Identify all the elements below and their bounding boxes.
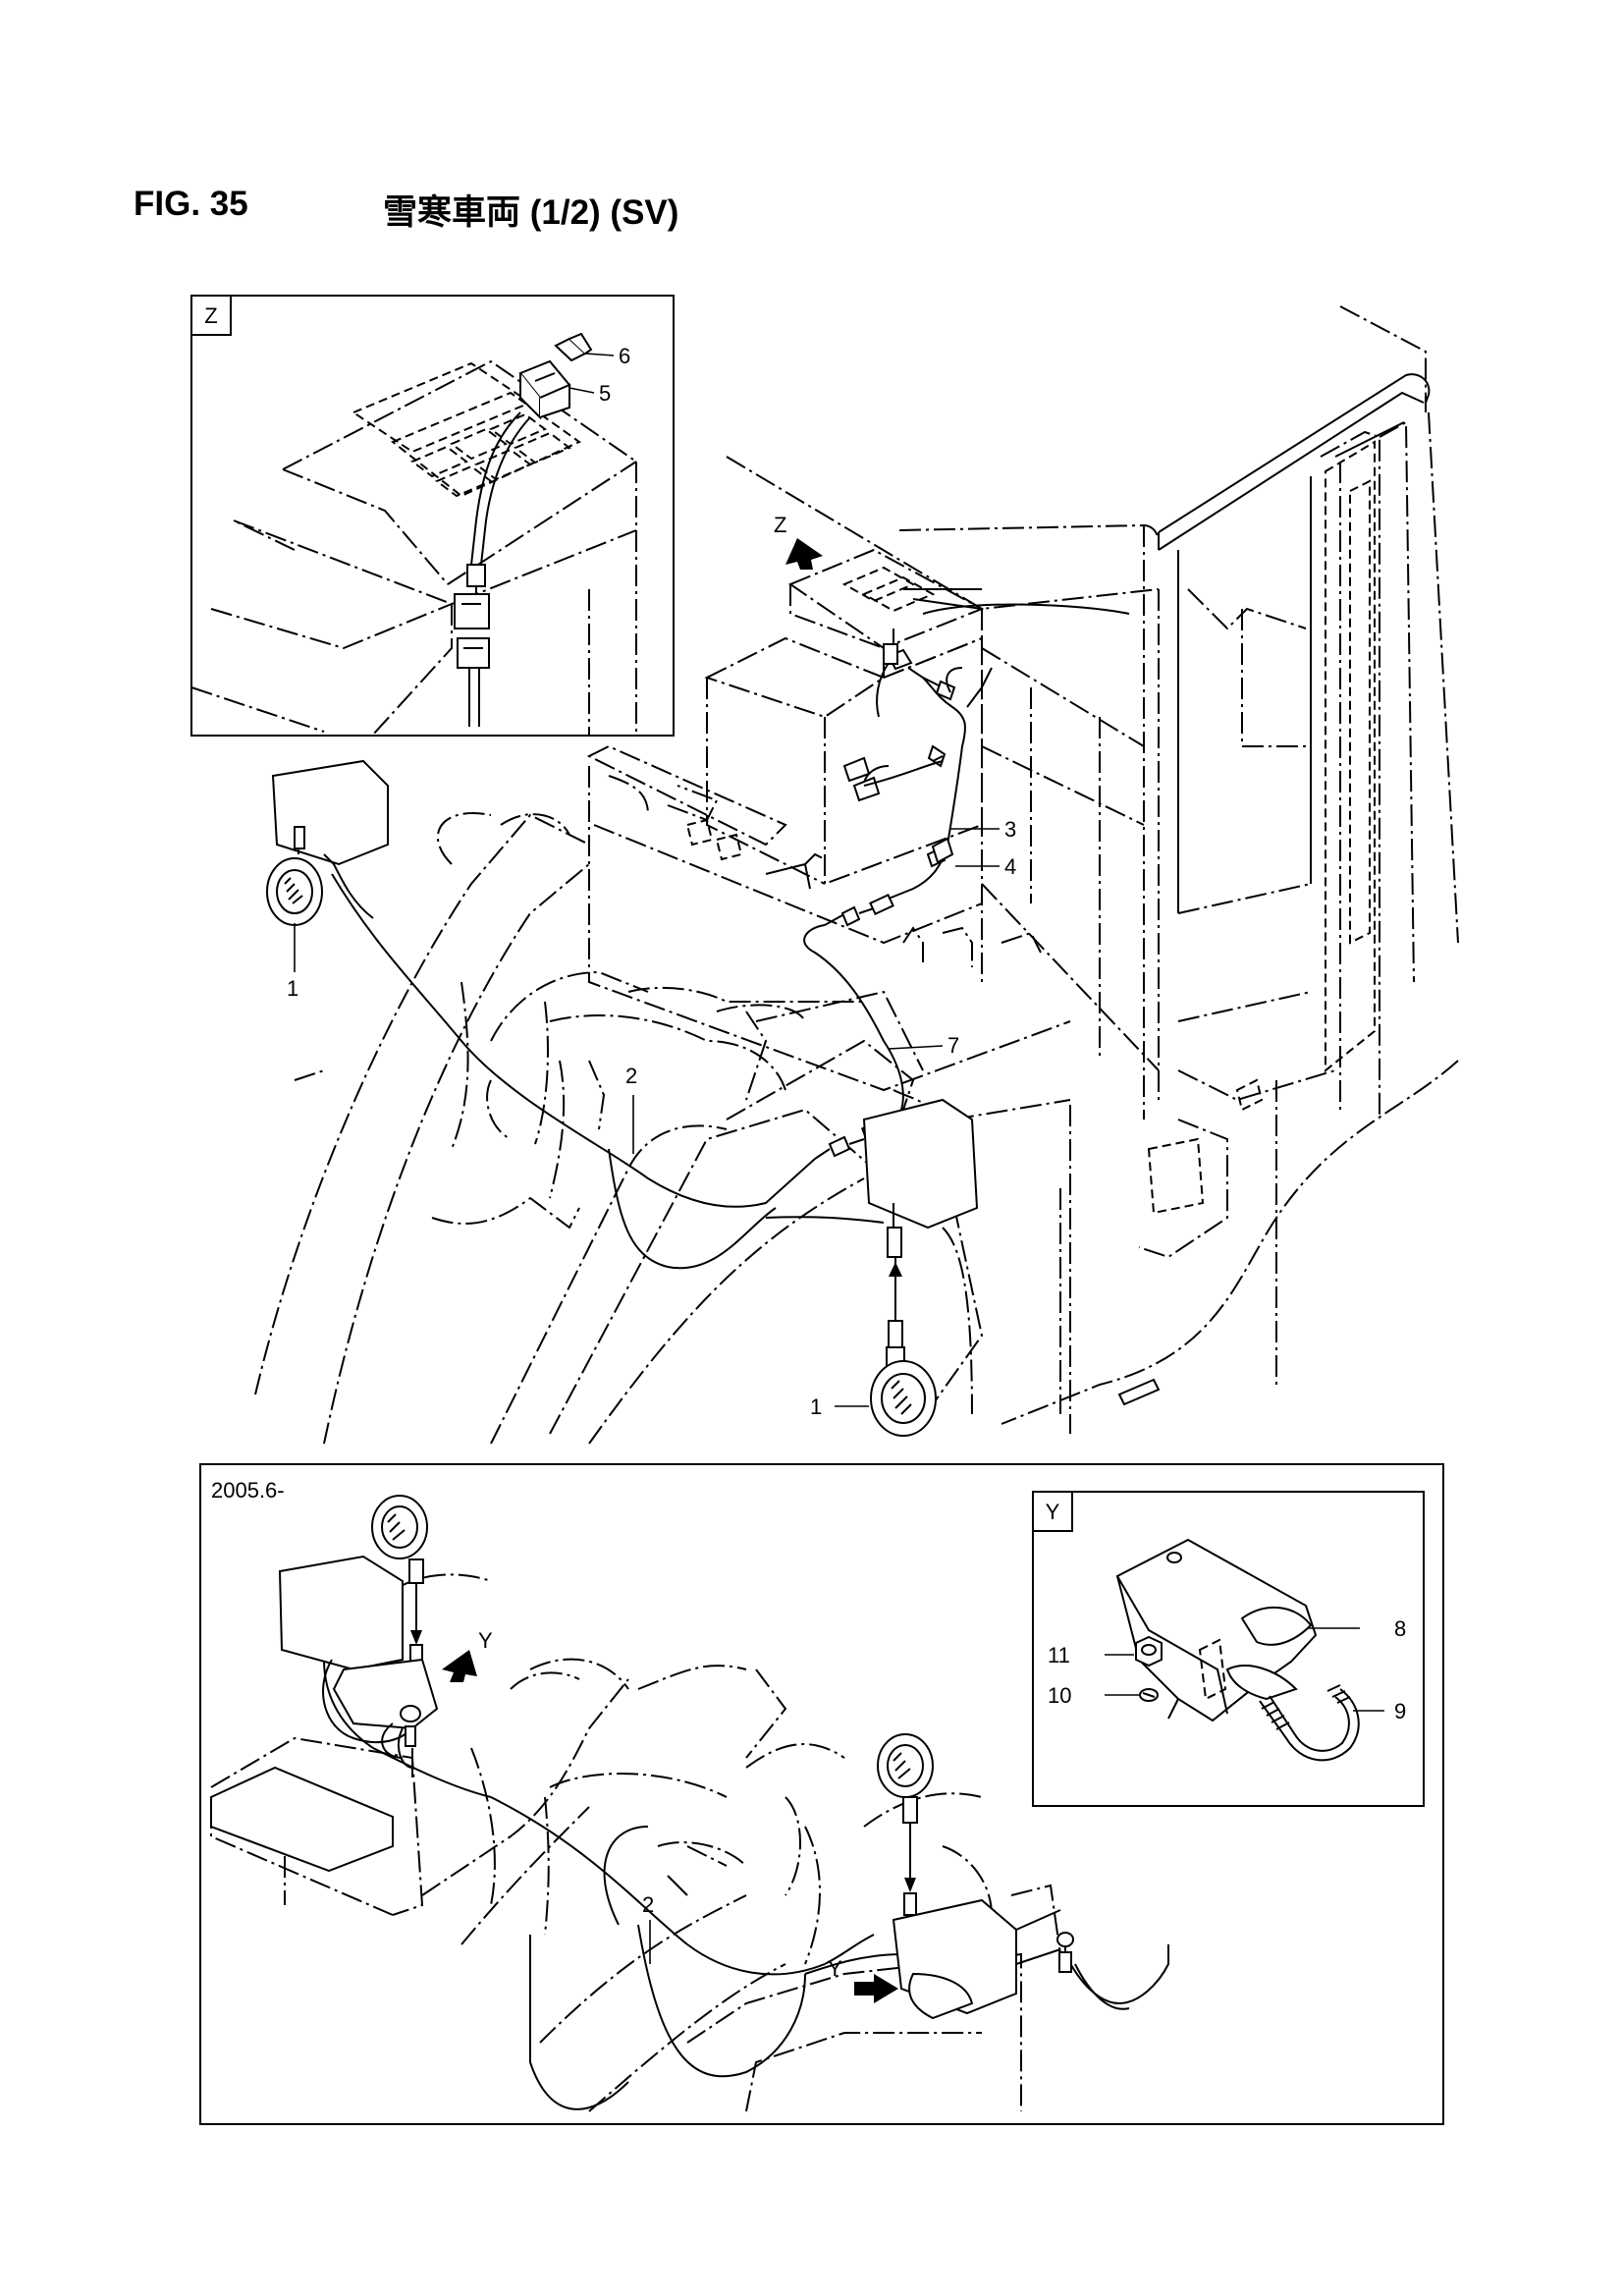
lamp-bracket [1115, 1538, 1318, 1722]
switch-harness [454, 411, 531, 727]
inset-lamp-lower [877, 1733, 1074, 2020]
callout-5: 5 [599, 381, 611, 406]
rocker-switch [518, 359, 571, 420]
revision-inset-panel: 2005.6- [199, 1463, 1444, 2125]
view-arrow-y-lower: Y [828, 1956, 898, 2003]
wiring-harness [331, 588, 1130, 1270]
callout-4: 4 [1004, 854, 1016, 879]
view-y-panel: Y [1032, 1491, 1425, 1807]
callout-8: 8 [1394, 1616, 1406, 1641]
callout-2-main: 2 [625, 1064, 637, 1088]
figure-number: FIG. 35 [134, 185, 248, 223]
harness-connector-a [828, 1135, 851, 1158]
work-lamp-right [862, 1098, 979, 1437]
callout-1-right: 1 [810, 1394, 822, 1419]
view-z-panel: Z [190, 295, 675, 737]
view-y-tag [1032, 1491, 1073, 1532]
hex-nut [1135, 1635, 1163, 1667]
view-arrow-y-upper-label: Y [478, 1628, 493, 1653]
callout-7: 7 [947, 1033, 959, 1058]
lock-washer [1139, 1688, 1159, 1702]
u-bolt [1259, 1684, 1360, 1762]
callout-9: 9 [1394, 1699, 1406, 1723]
view-arrow-y-lower-label: Y [828, 1956, 842, 1981]
view-y-tag-label: Y [1046, 1500, 1060, 1524]
callout-1-left: 1 [287, 976, 298, 1001]
callout-11: 11 [1048, 1643, 1070, 1667]
callout-3: 3 [1004, 817, 1016, 842]
view-z-tag [190, 295, 232, 336]
switch-bezel [554, 332, 593, 362]
work-lamp-left [266, 759, 389, 926]
figure-title: 雪寒車両 (1/2) (SV) [383, 193, 679, 232]
view-z-tag-label: Z [204, 303, 217, 328]
revision-date-label: 2005.6- [211, 1478, 285, 1503]
truck-body [586, 305, 1459, 1434]
inset-lamp-upper [278, 1495, 439, 1777]
callout-6: 6 [619, 344, 630, 368]
view-arrow-z: Z [774, 513, 823, 570]
callout-10: 10 [1048, 1683, 1071, 1708]
callout-2-inset: 2 [642, 1892, 654, 1917]
view-arrow-y-upper: Y [442, 1628, 493, 1682]
view-z-dashboard [190, 359, 637, 736]
view-arrow-z-label: Z [774, 513, 786, 537]
